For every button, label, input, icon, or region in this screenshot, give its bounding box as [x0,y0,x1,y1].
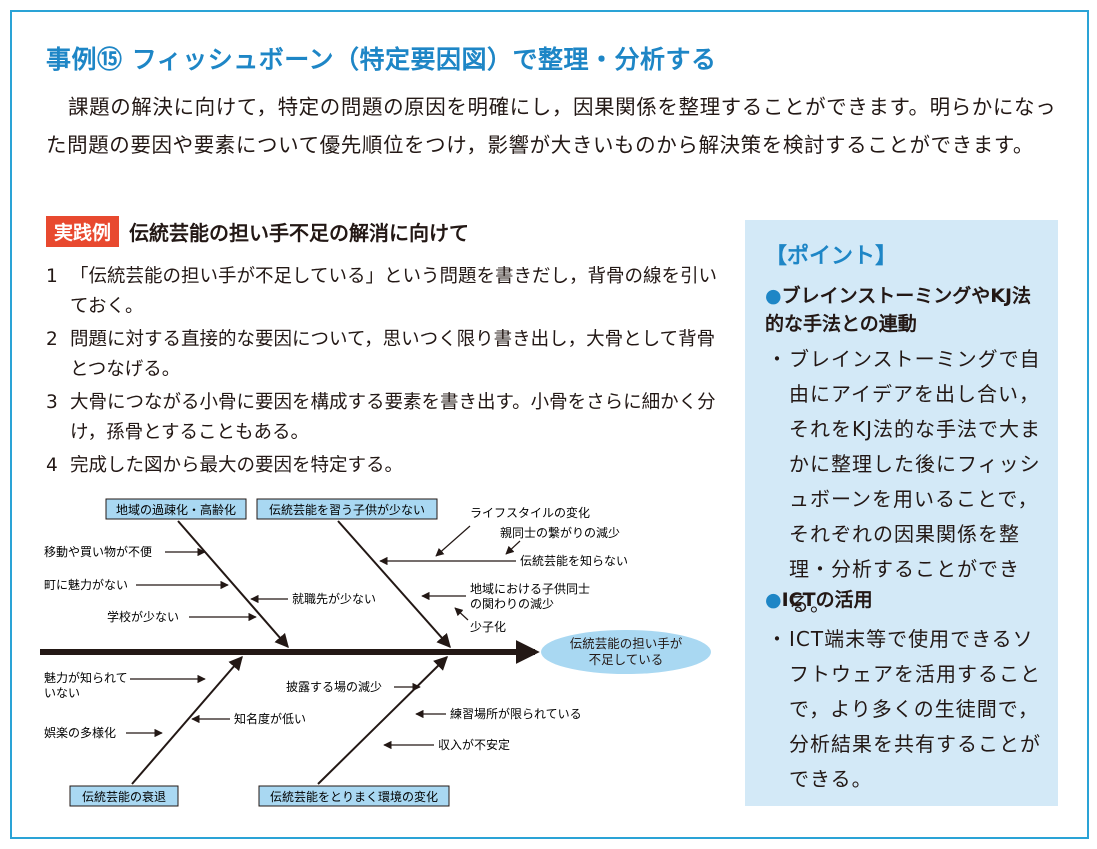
point-body-1: ・ ブレインストーミングで自由にアイデアを出し合い，それをKJ法的な手法で大まか… [767,342,1052,622]
step-number: 4 [46,455,58,476]
category-label-bottom-right: 伝統芸能をとりまく環境の変化 [270,789,438,804]
step-text: 大骨につながる小骨に要因を構成する要素を書き出す。小骨をさらに細かく分け，孫骨と… [70,392,716,443]
category-box-bottom-left [69,785,179,807]
label-jobs: 就職先が少ない [292,591,376,606]
step-text: 問題に対する直接的な要因について，思いつく限り書き出し，大骨として背骨とつなげる… [70,329,716,380]
bullet-mark: ・ [767,627,788,651]
bone-bottom-left [131,655,243,785]
problem-head [541,630,711,674]
label-kids-line1: 地域における子供同士 [470,582,590,596]
arrow-parents [505,540,521,555]
category-box-bottom-right [258,785,450,807]
point-panel: 【ポイント】 ●ブレインストーミングやKJ法的な手法との連動 ・ ブレインストー… [745,220,1058,806]
label-stage: 披露する場の減少 [286,679,382,694]
bullet-icon: ● [765,589,782,611]
step-text: 「伝統芸能の担い手が不足している」という問題を書きだし，背骨の線を引いておく。 [70,266,717,317]
label-practice: 練習場所が限られている [450,706,582,721]
point-heading-text: ブレインストーミングやKJ法的な手法との連動 [765,285,1032,335]
intro-paragraph: 課題の解決に向けて，特定の問題の原因を明確にし，因果関係を整理することができます… [46,95,1057,157]
category-box-top-left [105,498,247,520]
bullet-mark: ・ [767,347,788,371]
problem-label-line2: 不足している [589,652,664,667]
step-number: 2 [46,329,58,350]
point-heading-2: ●ICTの活用 [765,586,1045,614]
label-parents: 親同士の繋がりの減少 [500,525,620,540]
example-title: 伝統芸能の担い手不足の解消に向けて [129,221,470,245]
point-body-2: ・ ICT端末等で使用できるソフトウェアを活用することで，より多くの生徒間で，分… [767,622,1052,797]
bone-bottom-right [317,656,448,785]
bone-top-left [177,520,289,649]
label-awareness: 知名度が低い [234,711,306,726]
arrow-lifestyle [435,525,471,557]
label-income: 収入が不安定 [438,737,510,752]
bone-top-right [337,520,451,649]
example-tag: 実践例 [46,216,120,247]
label-unknown: 伝統芸能を知らない [520,554,628,568]
problem-label-line1: 伝統芸能の担い手が [570,636,683,651]
label-entertainment: 娯楽の多様化 [44,726,116,740]
point-heading-1: ●ブレインストーミングやKJ法的な手法との連動 [765,282,1045,338]
label-town: 町に魅力がない [44,577,128,592]
label-charm-line2: いない [44,686,80,700]
point-body-text: ブレインストーミングで自由にアイデアを出し合い，それをKJ法的な手法で大まかに整… [789,347,1042,616]
step-number: 1 [46,266,58,287]
label-move: 移動や買い物が不便 [44,544,152,559]
category-label-bottom-left: 伝統芸能の衰退 [82,789,166,804]
label-charm-line1: 魅力が知られて [44,670,128,685]
label-lifestyle: ライフスタイルの変化 [470,505,590,520]
example-header: 実践例 伝統芸能の担い手不足の解消に向けて [46,216,469,247]
arrow-fewkids [454,607,469,621]
step-item: 3 大骨につながる小骨に要因を構成する要素を書き出す。小骨をさらに細かく分け，孫骨… [46,388,726,448]
step-text: 完成した図から最大の要因を特定する。 [70,455,404,476]
step-item: 1 「伝統芸能の担い手が不足している」という問題を書きだし，背骨の線を引いておく。 [46,262,726,322]
category-box-top-right [256,498,438,520]
category-label-top-right: 伝統芸能を習う子供が少ない [269,502,425,517]
label-school: 学校が少ない [107,609,179,624]
bullet-icon: ● [765,285,782,307]
label-kids-line2: の関わりの減少 [470,596,554,611]
intro-text: 課題の解決に向けて，特定の問題の原因を明確にし，因果関係を整理することができます… [46,88,1066,164]
page-frame [10,10,1089,839]
point-body-text: ICT端末等で使用できるソフトウェアを活用することで，より多くの生徒間で，分析結… [789,627,1041,791]
step-item: 4 完成した図から最大の要因を特定する。 [46,451,726,481]
category-label-top-left: 地域の過疎化・高齢化 [116,502,236,517]
point-title: 【ポイント】 [765,244,898,269]
step-item: 2 問題に対する直接的な要因について，思いつく限り書き出し，大骨として背骨とつなげ… [46,325,726,385]
step-list: 1 「伝統芸能の担い手が不足している」という問題を書きだし，背骨の線を引いておく。… [46,262,726,484]
step-number: 3 [46,392,58,413]
page-title: 事例⑮ フィッシュボーン（特定要因図）で整理・分析する [46,45,717,74]
point-heading-text: ICTの活用 [781,589,873,611]
label-fewkids: 少子化 [470,620,506,634]
